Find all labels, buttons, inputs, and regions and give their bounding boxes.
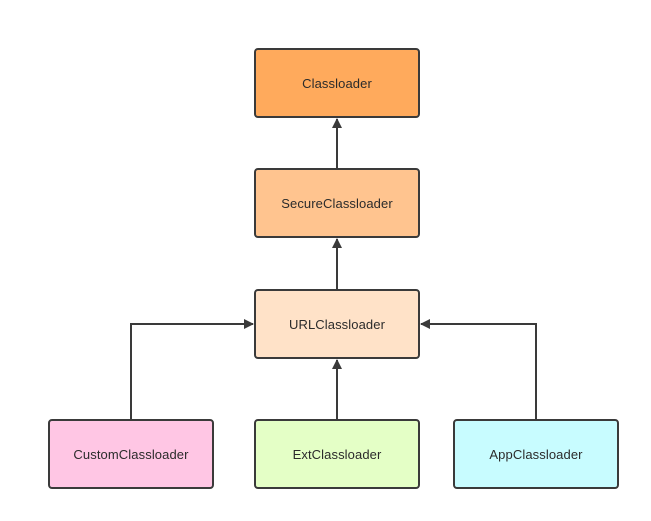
node-url-classloader: URLClassloader [254, 289, 420, 359]
node-label: ExtClassloader [292, 446, 382, 462]
node-classloader: Classloader [254, 48, 420, 118]
node-label: CustomClassloader [73, 446, 189, 462]
node-label: SecureClassloader [281, 195, 393, 211]
node-label: AppClassloader [489, 446, 583, 462]
node-ext-classloader: ExtClassloader [254, 419, 420, 489]
node-app-classloader: AppClassloader [453, 419, 619, 489]
node-secure-classloader: SecureClassloader [254, 168, 420, 238]
node-label: URLClassloader [288, 316, 386, 332]
edge-app-to-url [420, 319, 537, 419]
node-label: Classloader [302, 75, 372, 91]
edge-custom-to-url [130, 319, 254, 419]
node-custom-classloader: CustomClassloader [48, 419, 214, 489]
